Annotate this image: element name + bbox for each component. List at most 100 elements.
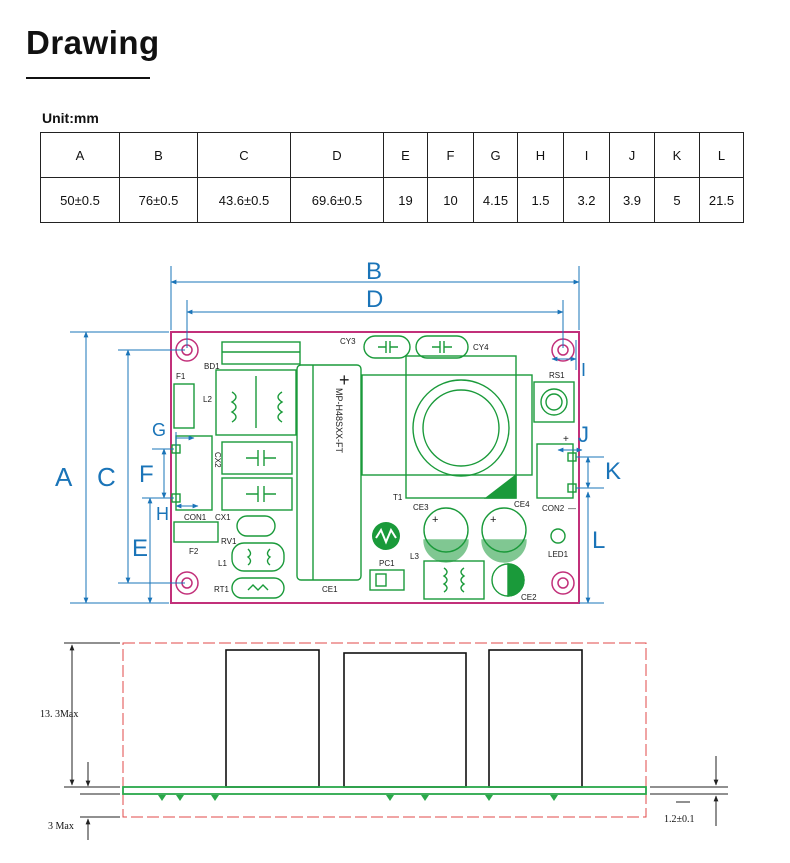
mounting-hole: [551, 571, 575, 595]
brand-logo: [372, 522, 400, 550]
table-header-cell: I: [563, 132, 610, 178]
table-value-cell: 69.6±0.5: [290, 177, 384, 223]
fuse-f1: [173, 383, 195, 429]
label-t1: T1: [393, 493, 403, 502]
fuse-f2: [173, 521, 219, 543]
height-label: 13. 3Max: [40, 709, 78, 720]
dim-letter-c: C: [97, 462, 116, 492]
capacitor-cx2b: [221, 477, 293, 511]
label-ce2: CE2: [521, 593, 537, 602]
table-value-cell: 1.5: [517, 177, 564, 223]
label-bd1: BD1: [204, 362, 220, 371]
silkscreen: [171, 335, 577, 600]
label-rv1: RV1: [221, 537, 237, 546]
optocoupler-pc1: [369, 569, 405, 591]
label-model: MP-H48SXX-FT: [334, 388, 344, 454]
capacitor-cx2: [221, 441, 293, 475]
top-view: BD1 F1 L2 CX2 CON1 CX1 RV1 F2 L1 RT1 CE1…: [55, 258, 621, 604]
label-plus-ce4: +: [490, 514, 496, 526]
label-cx2: CX2: [213, 452, 222, 468]
label-l2: L2: [203, 395, 212, 404]
connector-con2: [536, 443, 574, 499]
capacitor-cx1: [236, 515, 276, 537]
label-con1: CON1: [184, 513, 207, 522]
label-pc1: PC1: [379, 559, 395, 568]
dimension-letters: B D A C F G H E I J K L: [55, 258, 621, 562]
table-header-cell: D: [290, 132, 384, 178]
dim-letter-l: L: [592, 527, 605, 554]
label-l3: L3: [410, 552, 419, 561]
bridge-rectifier: [221, 341, 301, 365]
bottom-clearance-label: 3 Max: [48, 821, 74, 832]
label-con2-minus: —: [568, 504, 576, 513]
dim-letter-e: E: [132, 535, 148, 562]
dim-letter-g: G: [152, 420, 166, 440]
dim-letter-a: A: [55, 462, 73, 492]
page-title: Drawing: [26, 24, 160, 61]
dimension-table: A B C D E F G H I J K L 50±0.5 76±0.5 43…: [40, 132, 744, 223]
label-ce1: CE1: [322, 585, 338, 594]
label-cy3: CY3: [340, 337, 356, 346]
label-plus-con2: +: [563, 434, 569, 445]
inductor-l3: [423, 560, 485, 600]
label-f1: F1: [176, 372, 186, 381]
label-cy4: CY4: [473, 343, 489, 352]
unit-label: Unit:mm: [42, 110, 99, 126]
table-header-cell: H: [517, 132, 564, 178]
dim-letter-h: H: [156, 504, 169, 524]
side-dimension-labels: 13. 3Max 3 Max 1.2±0.1: [40, 709, 695, 832]
inductor-l1: [231, 542, 285, 572]
board-outline: [170, 331, 580, 604]
table-header-cell: L: [699, 132, 744, 178]
table-value-cell: 10: [427, 177, 474, 223]
label-cx1: CX1: [215, 513, 231, 522]
table-value-cell: 5: [654, 177, 700, 223]
label-plus-ce1: +: [339, 370, 350, 390]
table-value-cell: 43.6±0.5: [197, 177, 291, 223]
transformer-t1: [361, 374, 533, 476]
pcb-side: [122, 786, 647, 795]
dim-letter-f: F: [139, 461, 154, 488]
capacitor-cy3: [363, 335, 411, 359]
potentiometer-rs1: [533, 381, 575, 423]
label-plus-ce3: +: [432, 514, 438, 526]
table-header-cell: C: [197, 132, 291, 178]
dim-letter-i: I: [581, 360, 586, 380]
component-block: [343, 652, 467, 788]
table-value-cell: 4.15: [473, 177, 518, 223]
label-f2: F2: [189, 547, 199, 556]
dim-letter-d: D: [366, 286, 383, 313]
capacitor-ce1: [296, 364, 362, 581]
dimension-lines: [70, 266, 604, 604]
table-value-cell: 21.5: [699, 177, 744, 223]
title-underline: [26, 77, 150, 79]
height-envelope: [122, 642, 647, 818]
dim-letter-j: J: [578, 422, 589, 447]
led1: [550, 528, 566, 544]
table-value-cell: 50±0.5: [40, 177, 120, 223]
connector-con1: [175, 435, 213, 511]
table-header-row: A B C D E F G H I J K L: [40, 132, 744, 178]
label-rt1: RT1: [214, 585, 230, 594]
table-value-cell: 19: [383, 177, 428, 223]
solder-points: [158, 795, 558, 801]
label-led1: LED1: [548, 550, 569, 559]
label-con2: CON2: [542, 504, 565, 513]
component-block: [225, 649, 320, 788]
label-l1: L1: [218, 559, 227, 568]
dim-letter-k: K: [605, 458, 621, 485]
label-rs1: RS1: [549, 371, 565, 380]
table-value-cell: 76±0.5: [119, 177, 198, 223]
table-value-cell: 3.9: [609, 177, 655, 223]
component-block: [488, 649, 583, 788]
side-view: 13. 3Max 3 Max 1.2±0.1: [40, 642, 728, 840]
table-value-row: 50±0.5 76±0.5 43.6±0.5 69.6±0.5 19 10 4.…: [40, 177, 744, 223]
capacitor-cy4: [415, 335, 469, 359]
pcb-thickness-label: 1.2±0.1: [664, 814, 695, 825]
side-dimension-lines: [64, 642, 728, 840]
transformer-core: [405, 355, 517, 499]
thermistor-rt1: [231, 577, 285, 599]
label-ce3: CE3: [413, 503, 429, 512]
inductor-l2: [215, 369, 297, 436]
